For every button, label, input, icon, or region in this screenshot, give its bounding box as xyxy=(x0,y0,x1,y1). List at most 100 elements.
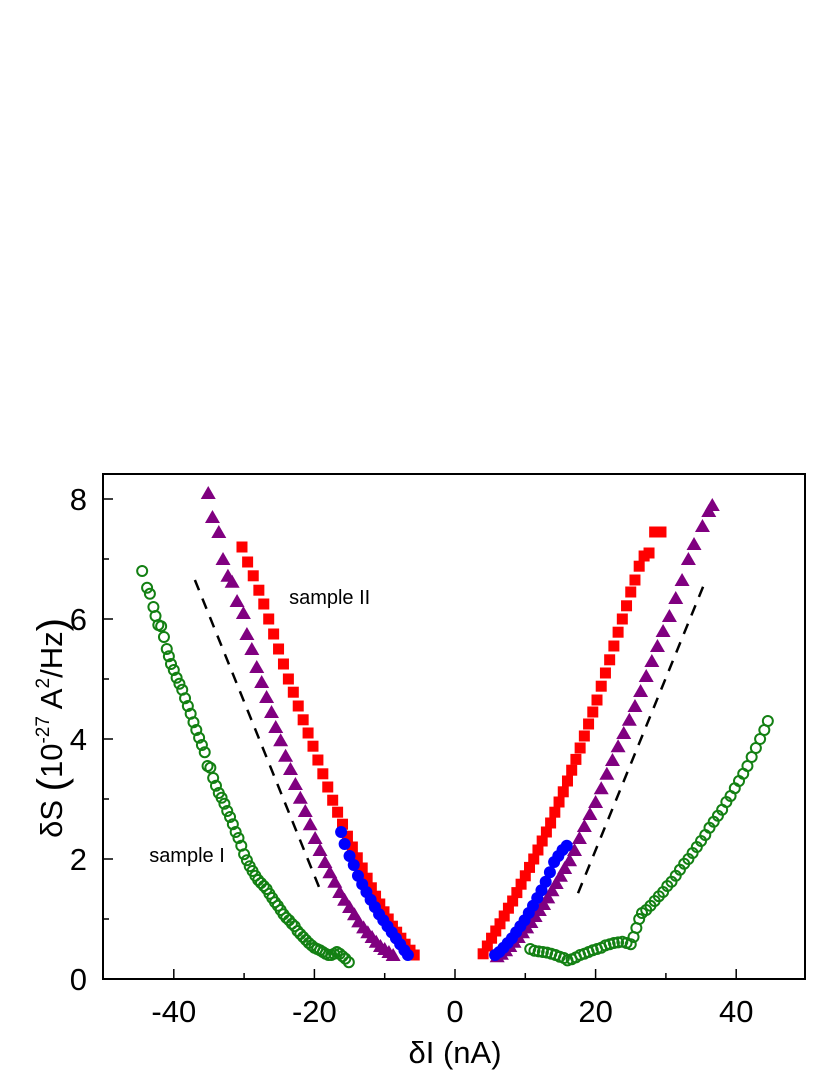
data-point xyxy=(624,938,637,951)
data-point xyxy=(307,740,319,752)
data-point xyxy=(346,841,358,853)
data-point xyxy=(170,671,183,684)
data-point xyxy=(240,854,253,867)
data-point xyxy=(540,890,556,904)
y-title-prefix: δS xyxy=(34,791,69,838)
dashed-guide-right xyxy=(576,584,706,894)
y-tick-label: 2 xyxy=(70,842,87,877)
data-point xyxy=(287,686,299,698)
data-point xyxy=(761,715,774,727)
data-point xyxy=(498,910,510,922)
data-point xyxy=(574,742,586,754)
data-point xyxy=(608,640,620,652)
data-point xyxy=(258,598,270,610)
y-tick-label: 6 xyxy=(70,602,87,637)
data-point xyxy=(588,795,604,808)
plot-frame xyxy=(102,473,806,980)
data-point xyxy=(680,552,696,565)
y-tick-label: 8 xyxy=(70,482,87,517)
data-point xyxy=(297,804,313,817)
y-title-exp2: 2 xyxy=(33,678,54,689)
data-point xyxy=(278,748,294,762)
data-point xyxy=(343,850,356,862)
data-point xyxy=(232,832,245,844)
data-point xyxy=(257,880,270,892)
data-point xyxy=(268,628,280,640)
data-series xyxy=(136,486,774,969)
data-point xyxy=(686,537,702,550)
data-point xyxy=(322,781,334,793)
data-point xyxy=(339,952,352,965)
data-point xyxy=(229,826,242,838)
series-circle xyxy=(335,826,573,961)
data-point xyxy=(356,862,368,874)
data-point xyxy=(486,932,498,944)
data-point xyxy=(198,746,211,759)
data-point xyxy=(160,643,173,655)
data-point xyxy=(273,733,289,747)
data-point xyxy=(302,727,314,739)
data-point xyxy=(342,956,355,969)
data-point xyxy=(141,581,154,594)
data-point xyxy=(195,739,208,751)
data-point xyxy=(312,843,328,856)
y-tick-label: 0 xyxy=(70,962,87,997)
data-point xyxy=(553,796,565,808)
y-title-rest: /Hz xyxy=(34,631,69,678)
data-point xyxy=(543,866,556,879)
data-point xyxy=(548,876,564,889)
data-point xyxy=(264,705,280,718)
data-point xyxy=(545,817,557,829)
data-point xyxy=(218,797,231,810)
data-point xyxy=(162,650,175,663)
data-point xyxy=(604,654,616,666)
data-point xyxy=(242,556,254,568)
data-point xyxy=(507,895,519,907)
x-tick-label: -40 xyxy=(151,994,196,1029)
data-point xyxy=(583,718,595,730)
data-point xyxy=(604,753,620,766)
data-point xyxy=(633,684,649,697)
data-point xyxy=(341,830,353,842)
data-point xyxy=(643,547,655,559)
data-point xyxy=(244,642,260,655)
data-point xyxy=(224,574,240,588)
data-point xyxy=(385,948,401,961)
y-title-exp1: -27 xyxy=(33,716,54,743)
data-point xyxy=(595,680,607,692)
data-point xyxy=(587,706,599,718)
data-point xyxy=(649,639,665,652)
y-axis-title: δS (10-27 A2/Hz) xyxy=(30,618,74,838)
x-tick-label: 20 xyxy=(578,994,612,1029)
data-point xyxy=(616,726,632,739)
data-point xyxy=(524,861,536,873)
data-point xyxy=(612,626,624,638)
data-point xyxy=(215,552,231,565)
data-point xyxy=(649,526,661,538)
data-point xyxy=(532,844,544,856)
data-point xyxy=(477,948,489,960)
data-point xyxy=(215,791,228,804)
data-point xyxy=(224,811,237,823)
data-point xyxy=(351,852,363,864)
data-point xyxy=(173,677,186,690)
data-point xyxy=(607,937,620,949)
x-axis-title: δI (nA) xyxy=(408,1035,501,1070)
data-point xyxy=(297,714,309,726)
data-point xyxy=(511,887,523,899)
data-point xyxy=(292,700,304,712)
y-title-base: 10 xyxy=(34,744,69,778)
data-point xyxy=(599,667,611,679)
data-point xyxy=(211,525,227,538)
data-point xyxy=(307,831,323,844)
data-point xyxy=(481,940,493,952)
data-point xyxy=(282,762,298,775)
data-point xyxy=(143,587,156,600)
data-point xyxy=(249,660,265,673)
data-point xyxy=(519,870,531,882)
data-point xyxy=(335,826,348,838)
data-point xyxy=(282,673,294,685)
data-point xyxy=(370,890,382,902)
